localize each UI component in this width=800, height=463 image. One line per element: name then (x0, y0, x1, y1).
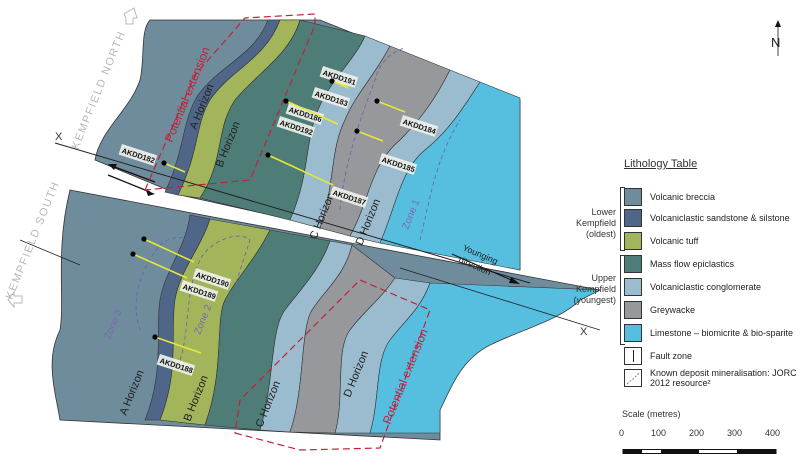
svg-text:N: N (771, 35, 780, 50)
drillhole-collar (329, 78, 335, 84)
drillhole-collar (141, 236, 147, 242)
group-lower-kempfield: Lower Kempfield (oldest) (575, 207, 616, 239)
region-label-south: KEMPFIELD SOUTH (4, 179, 62, 301)
drillhole-collar (161, 160, 167, 166)
zone-3-outline (135, 237, 196, 331)
drillhole-trace (285, 100, 339, 125)
legend-item-volcaniclastic-sandstone: Volcaniclastic sandstone & silstone (624, 209, 800, 227)
fault-line-west (19, 239, 81, 266)
legend-title: Lithology Table (624, 158, 698, 170)
scale-tick-300: 300 (727, 428, 743, 438)
group-upper-kempfield: Upper Kempfield (youngest) (573, 273, 616, 305)
scale-bar (622, 449, 777, 454)
swatch-volcanic-breccia (624, 188, 642, 206)
north-direction-arrow-icon (123, 7, 138, 25)
scale-tick-100: 100 (651, 428, 667, 438)
fault-marker-east: X (580, 326, 588, 338)
swatch-greywacke (624, 301, 642, 319)
fault-zone-icon (624, 347, 642, 365)
swatch-limestone (624, 324, 642, 342)
legend-item-mineralisation: Known deposit mineralisation: JORC 2012 … (624, 368, 800, 388)
legend-item-volcanic-tuff: Volcanic tuff (624, 232, 800, 250)
bracket-upper (620, 255, 625, 345)
scale-title: Scale (metres) (622, 409, 681, 419)
fault-movement-arrows (107, 164, 156, 196)
limestone-south (369, 282, 601, 434)
zone-1-outline (339, 47, 406, 211)
swatch-volcaniclastic-sandstone (624, 209, 642, 227)
drillhole-trace (356, 130, 384, 142)
drillhole-trace (163, 162, 186, 173)
swatch-volcanic-tuff (624, 232, 642, 250)
legend-item-limestone: Limestone – biomicrite & bio-sparite (624, 324, 800, 342)
legend-item-fault-zone: Fault zone (624, 347, 800, 365)
potential-extension-north-outline (144, 13, 316, 191)
drillhole-collar (130, 251, 136, 257)
north-arrow-icon: N (771, 20, 781, 56)
fault-marker-west: X (55, 131, 63, 143)
drillhole-collar (265, 152, 271, 158)
drillhole-trace (376, 100, 406, 113)
fault-line-east (399, 267, 601, 331)
legend-item-mass-flow: Mass flow epiclastics (624, 255, 800, 273)
drillhole-trace (267, 154, 334, 186)
fault-line-x (54, 142, 531, 284)
mineralisation-icon (624, 369, 642, 387)
drillhole-collar (283, 98, 289, 104)
south-direction-arrow-icon (7, 290, 23, 309)
scale-tick-0: 0 (619, 428, 625, 438)
potential-extension-south-outline (234, 279, 431, 451)
drillhole-collar (354, 128, 360, 134)
limestone-north (379, 81, 521, 271)
scale-tick-400: 400 (765, 428, 781, 438)
legend-item-volcaniclastic-conglomerate: Volcaniclastic conglomerate (624, 278, 800, 296)
legend-item-greywacke: Greywacke (624, 301, 800, 319)
swatch-volcaniclastic-conglomerate (624, 278, 642, 296)
legend-item-volcanic-breccia: Volcanic breccia (624, 188, 800, 206)
drillhole-trace (154, 336, 202, 354)
zone-2-outline (179, 235, 251, 361)
drillhole-collar (152, 334, 158, 340)
scale-tick-200: 200 (689, 428, 705, 438)
swatch-mass-flow (624, 255, 642, 273)
bracket-lower (620, 187, 625, 251)
drillhole-trace (132, 253, 188, 279)
drillhole-trace (143, 238, 195, 263)
drillhole-trace (331, 80, 349, 89)
drillhole-collar (374, 98, 380, 104)
